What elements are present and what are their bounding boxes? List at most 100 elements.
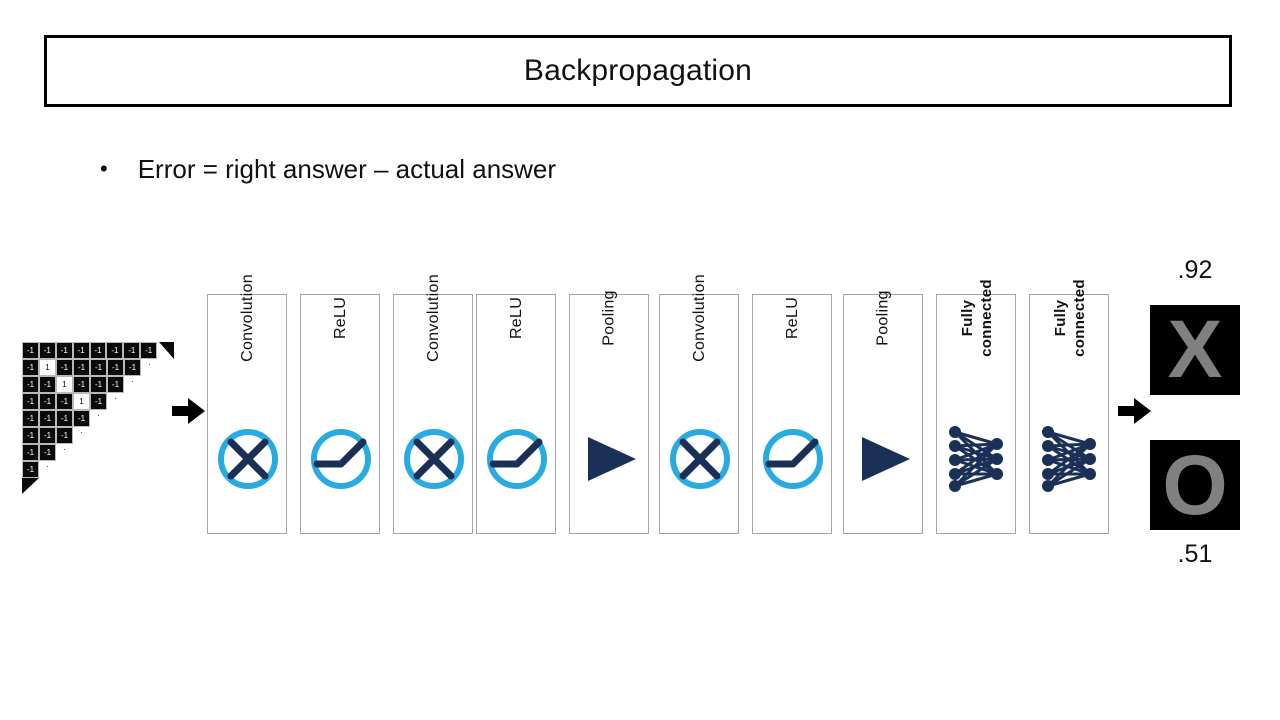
- layer-icon-wrap: [208, 423, 288, 495]
- layer-box-fully-connected[interactable]: Fully connected: [936, 279, 1017, 534]
- page-title: Backpropagation: [523, 54, 753, 87]
- matrix-cell: -1: [90, 393, 107, 410]
- output-arrow-icon: [1118, 398, 1151, 424]
- layer-icon-wrap: [570, 423, 650, 495]
- matrix-row: -1-1-1·: [22, 427, 174, 444]
- layer-label-text: Fully connected: [959, 279, 995, 357]
- matrix-edge-tick: ·: [97, 411, 100, 420]
- layer-icon-wrap: [937, 423, 1017, 495]
- layer-box-pooling[interactable]: Pooling: [843, 290, 924, 534]
- layer-label-text: Fully connected: [1052, 279, 1088, 357]
- matrix-cell: -1: [39, 444, 56, 461]
- fully-connected-icon: [1042, 426, 1096, 492]
- matrix-cell: -1: [39, 393, 56, 410]
- layer-box-relu[interactable]: ReLU: [476, 294, 556, 534]
- layer-box-relu[interactable]: ReLU: [300, 294, 380, 534]
- bullet-marker-icon: •: [100, 156, 108, 181]
- matrix-cell: -1: [22, 461, 39, 478]
- layer-box-convolution[interactable]: Convolution: [393, 274, 474, 534]
- matrix-cell: -1: [22, 376, 39, 393]
- layer-label: ReLU: [753, 297, 833, 429]
- matrix-edge-tick: ·: [131, 377, 134, 386]
- matrix-cell: -1: [39, 376, 56, 393]
- layer-icon-wrap: [394, 423, 474, 495]
- matrix-edge-tick: ·: [63, 445, 66, 454]
- pooling-triangle-icon: [862, 437, 910, 481]
- matrix-cell: -1: [89, 342, 107, 359]
- matrix-corner-wedges: [22, 342, 174, 494]
- layer-icon-wrap: [1030, 423, 1110, 495]
- output-image-x: X: [1150, 305, 1240, 395]
- matrix-cell: -1: [38, 342, 56, 359]
- convolution-x-icon: [218, 429, 278, 489]
- output-glyph-x: X: [1167, 304, 1223, 395]
- title-box: Backpropagation: [44, 35, 1232, 107]
- layer-label: Pooling: [844, 290, 924, 429]
- relu-icon: [763, 429, 823, 489]
- layer-label: Convolution: [660, 274, 740, 429]
- fully-connected-icon: [949, 426, 1003, 492]
- layer-box-fully-connected[interactable]: Fully connected: [1029, 279, 1110, 534]
- output-score-o: .51: [1177, 540, 1213, 568]
- matrix-cell: -1: [90, 376, 107, 393]
- layer-label: Pooling: [570, 290, 650, 429]
- layer-icon-wrap: [301, 423, 381, 495]
- layer-label-text: ReLU: [507, 296, 525, 340]
- relu-icon: [311, 429, 371, 489]
- output-glyph-o: O: [1162, 438, 1228, 532]
- layer-label: Fully connected: [1030, 279, 1110, 439]
- matrix-cell: -1: [22, 393, 39, 410]
- layer-label: Fully connected: [937, 279, 1017, 439]
- matrix-row: -1 ·: [22, 461, 174, 478]
- matrix-cell: -1: [106, 342, 124, 359]
- pooling-triangle-icon: [588, 437, 636, 481]
- matrix-cell: -1: [90, 359, 107, 376]
- matrix-cell: -1: [56, 410, 73, 427]
- layer-label-text: ReLU: [783, 296, 801, 340]
- matrix-cell: -1: [124, 359, 141, 376]
- layer-label-text: Convolution: [239, 274, 256, 362]
- layer-box-convolution[interactable]: Convolution: [207, 274, 288, 534]
- matrix-cell: -1: [140, 342, 158, 359]
- layer-icon-wrap: [753, 423, 833, 495]
- layer-label-text: Convolution: [425, 274, 442, 362]
- layer-label: Convolution: [394, 274, 474, 429]
- matrix-cell: -1: [73, 376, 90, 393]
- relu-icon: [487, 429, 547, 489]
- matrix-cell: -1: [22, 444, 39, 461]
- layer-label-text: Convolution: [691, 274, 708, 362]
- layer-label: ReLU: [477, 297, 557, 429]
- matrix-cell: 1: [39, 359, 56, 376]
- matrix-row: -1-1 ·: [22, 444, 174, 461]
- matrix-edge-tick: ·: [46, 462, 49, 471]
- layer-box-pooling[interactable]: Pooling: [569, 290, 650, 534]
- matrix-edge-tick: ·: [148, 360, 151, 369]
- matrix-cell: -1: [22, 427, 39, 444]
- convolution-x-icon: [670, 429, 730, 489]
- layer-label: Convolution: [208, 274, 288, 429]
- input-image-matrix: -1-1-1-1-1-1-1-1·-11-1-1-1-1-1·-1-11-1-1…: [22, 342, 174, 494]
- matrix-cell: 1: [56, 376, 73, 393]
- matrix-cell: -1: [22, 342, 39, 359]
- layer-label: ReLU: [301, 297, 381, 429]
- matrix-cell: -1: [73, 359, 90, 376]
- layer-icon-wrap: [844, 423, 924, 495]
- matrix-cell: -1: [73, 410, 90, 427]
- matrix-cell: -1: [56, 393, 73, 410]
- matrix-cell: -1: [72, 342, 90, 359]
- layer-icon-wrap: [660, 423, 740, 495]
- layer-box-relu[interactable]: ReLU: [752, 294, 832, 534]
- input-arrow-icon: [172, 398, 205, 424]
- layer-label-text: Pooling: [874, 290, 892, 346]
- layer-box-convolution[interactable]: Convolution: [659, 274, 740, 534]
- matrix-edge-tick: ·: [114, 394, 117, 403]
- matrix-cell: -1: [22, 359, 39, 376]
- matrix-cell: -1: [39, 427, 56, 444]
- matrix-row: -1-1-1-1·: [22, 410, 174, 427]
- matrix-cell: -1: [56, 359, 73, 376]
- matrix-cell: -1: [123, 342, 141, 359]
- output-score-x: .92: [1177, 256, 1213, 284]
